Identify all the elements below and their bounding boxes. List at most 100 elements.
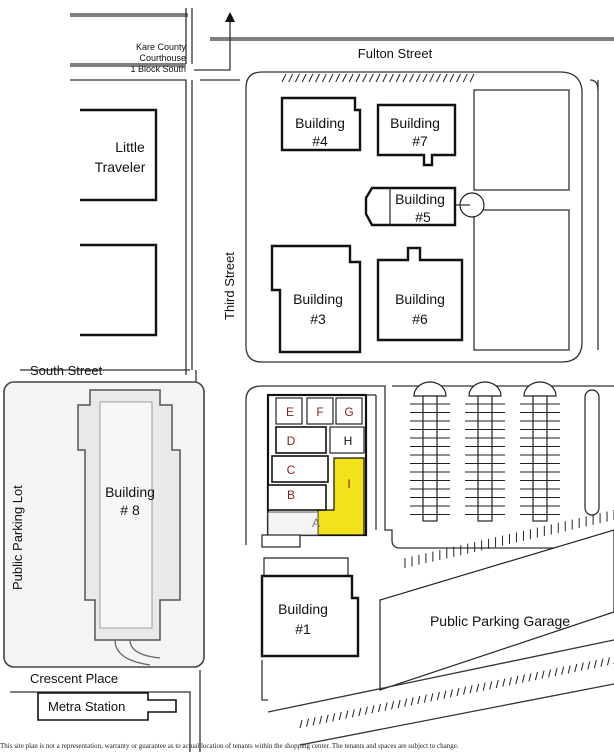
disclaimer-footnote: This site plan is not a representation, … <box>0 742 459 750</box>
parking-stripe <box>384 702 388 711</box>
unnamed-building-west <box>80 243 158 337</box>
building-1: Building #1 <box>260 557 360 658</box>
unit-d-label: D <box>287 434 296 448</box>
courthouse-line3: 1 Block South <box>130 64 186 74</box>
parking-stripe <box>395 73 401 83</box>
parking-stripe <box>404 698 408 707</box>
building-7-line1: Building <box>390 115 440 131</box>
parking-hatch-top <box>281 73 475 83</box>
parking-stripe <box>325 714 329 723</box>
unit-h <box>329 426 365 454</box>
parking-stripe <box>335 73 341 83</box>
building-8-block: Building # 8 <box>3 381 205 668</box>
unit-a <box>267 511 319 536</box>
parking-stripe <box>462 73 468 83</box>
parking-stripe <box>574 663 578 673</box>
east-parking <box>410 381 600 522</box>
courthouse-line1: Kare County <box>136 42 187 52</box>
parking-row-north <box>473 89 570 191</box>
parking-stripe <box>391 701 395 710</box>
unit-a-label: A <box>312 516 320 530</box>
parking-stripe <box>449 73 455 83</box>
south-street-label: South Street <box>30 363 103 378</box>
public-parking-garage: Public Parking Garage <box>379 529 614 691</box>
parking-stripe <box>456 73 462 83</box>
parking-stripe <box>301 73 307 83</box>
parking-stripe <box>378 703 381 713</box>
public-parking-lot-label: Public Parking Lot <box>10 485 25 590</box>
unit-g <box>335 397 363 425</box>
unit-c-label: C <box>287 463 296 477</box>
parking-stripe <box>319 715 323 725</box>
parking-stripe <box>502 678 506 687</box>
courthouse-line2: Courthouse <box>139 53 186 63</box>
unit-e <box>275 397 303 425</box>
parking-stripe <box>371 705 375 714</box>
building-3-line2: #3 <box>310 311 326 327</box>
parking-garage-label: Public Parking Garage <box>430 613 570 629</box>
north-arrow-icon <box>225 12 235 22</box>
parking-stripe <box>469 685 473 694</box>
parking-stripe <box>489 681 493 690</box>
parking-stripe <box>449 689 453 698</box>
unit-g-label: G <box>344 405 353 419</box>
parking-stripe <box>288 73 294 83</box>
parking-stripe <box>402 73 408 83</box>
parking-stripe <box>415 73 421 83</box>
crescent-place-label: Crescent Place <box>30 671 118 686</box>
building-7: Building #7 <box>376 103 457 167</box>
parking-stripe <box>409 73 415 83</box>
parking-stripe <box>338 711 342 721</box>
parking-stripe <box>341 73 347 83</box>
parking-stripe <box>442 73 448 83</box>
parking-stripe <box>358 707 362 717</box>
parking-stripe <box>541 670 545 679</box>
parking-stripe <box>515 675 519 685</box>
tenant-block: E F G D H C I B A <box>261 393 377 548</box>
parking-stripe <box>528 673 532 682</box>
parking-stripe <box>508 677 512 686</box>
parking-stripe <box>495 679 499 689</box>
building-6-line1: Building <box>395 291 445 307</box>
unit-f-label: F <box>316 405 323 419</box>
unit-h-label: H <box>344 434 353 448</box>
unit-d <box>275 426 327 454</box>
building-4-line2: #4 <box>312 133 328 149</box>
north-block <box>245 71 599 363</box>
building-7-line2: #7 <box>412 133 428 149</box>
parking-stripe <box>469 73 475 83</box>
parking-stripe <box>600 658 604 667</box>
parking-stripe <box>388 73 394 83</box>
parking-stripe <box>521 674 525 683</box>
parking-stripe <box>308 73 314 83</box>
unit-annex <box>261 534 301 548</box>
little-traveler: Little Traveler <box>80 108 158 202</box>
building-3-line1: Building <box>293 291 343 307</box>
unit-e-label: E <box>286 405 294 419</box>
parking-stripe <box>593 659 597 669</box>
parking-stripe <box>375 73 381 83</box>
parking-stripe <box>548 669 552 678</box>
unit-b <box>267 484 327 511</box>
parking-island <box>532 395 548 522</box>
parking-stripe <box>294 73 300 83</box>
parking-stripe <box>417 695 421 705</box>
parking-island <box>584 389 600 516</box>
parking-stripe <box>397 699 401 709</box>
building-5: Building #5 <box>364 186 457 227</box>
parking-stripe <box>587 661 591 670</box>
parking-stripe <box>463 686 467 695</box>
little-traveler-line2: Traveler <box>95 159 146 175</box>
parking-island-cap <box>468 381 502 397</box>
parking-stripe <box>606 657 610 666</box>
parking-stripe <box>321 73 327 83</box>
parking-stripe <box>410 697 414 706</box>
parking-island <box>422 395 438 522</box>
parking-stripe <box>382 73 388 83</box>
parking-stripe <box>456 687 460 697</box>
building-3: Building #3 <box>270 244 362 354</box>
parking-stripe <box>362 73 368 83</box>
parking-island-cap <box>413 381 447 397</box>
building-1-line2: #1 <box>295 621 311 637</box>
parking-island <box>477 395 493 522</box>
